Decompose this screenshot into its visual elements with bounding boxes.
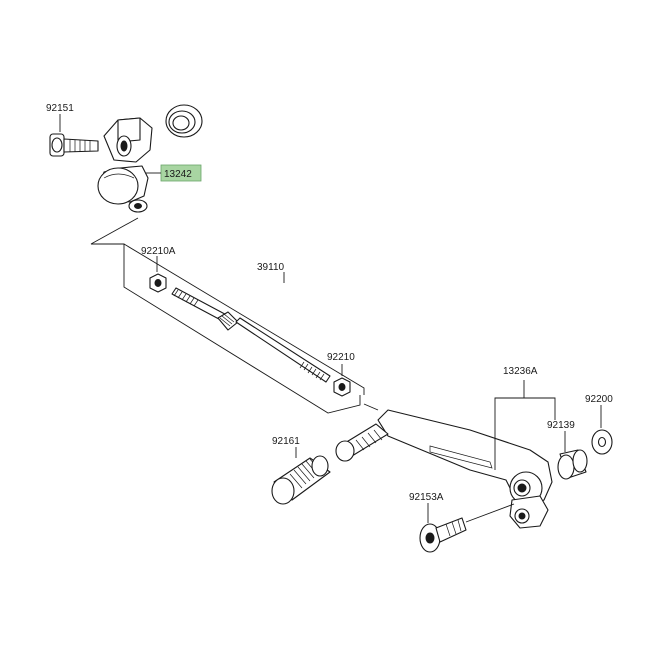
label-92210[interactable]: 92210 [327, 352, 355, 363]
label-13242: 13242 [164, 169, 192, 180]
label-13236a[interactable]: 13236A [503, 366, 538, 377]
label-92153a[interactable]: 92153A [409, 492, 444, 503]
label-92139[interactable]: 92139 [547, 420, 575, 431]
nut-92210a [149, 273, 167, 293]
washer-92200 [591, 429, 613, 455]
shift-pedal-13236a [335, 409, 553, 529]
oil-seal [165, 104, 203, 138]
label-92210a[interactable]: 92210A [141, 246, 176, 257]
label-92161[interactable]: 92161 [272, 436, 300, 447]
bracket-13236a [494, 380, 556, 470]
shift-joint-13242 [97, 117, 153, 213]
label-92151[interactable]: 92151 [46, 103, 74, 114]
tie-rod [171, 287, 331, 383]
bracket-39110 [90, 217, 361, 414]
nut-92210 [333, 377, 351, 397]
label-92200[interactable]: 92200 [585, 394, 613, 405]
bolt-92151 [49, 133, 99, 157]
bolt-92153a [419, 517, 467, 553]
label-13242-highlight[interactable]: 13242 [160, 164, 202, 182]
bushing-92139 [557, 449, 588, 480]
label-39110[interactable]: 39110 [257, 262, 285, 273]
pedal-rubber-92161 [271, 455, 331, 505]
